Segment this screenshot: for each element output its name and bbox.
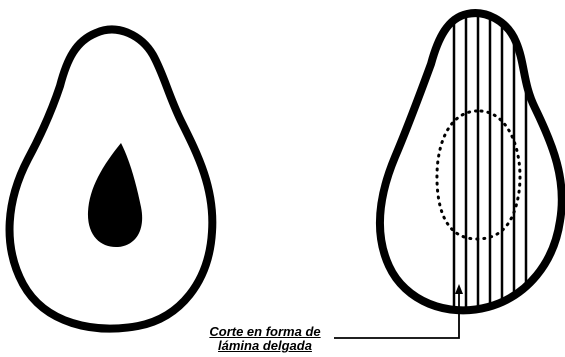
leader-line	[334, 287, 460, 339]
sliced-avocado-outline	[376, 9, 565, 315]
callout-leader	[334, 284, 463, 339]
slice-callout-label: Corte en forma de lámina delgada	[197, 325, 333, 357]
sliced-avocado	[376, 9, 565, 315]
whole-avocado	[5, 25, 217, 333]
leader-arrowhead	[455, 284, 463, 294]
hidden-seed-outline	[435, 109, 522, 241]
slice-callout-line-1: Corte en forma de	[209, 324, 321, 339]
slice-callout-line-2: lámina delgada	[218, 338, 312, 353]
slice-lines	[452, 13, 528, 311]
whole-avocado-outline	[5, 25, 217, 333]
avocado-seed	[87, 143, 143, 248]
